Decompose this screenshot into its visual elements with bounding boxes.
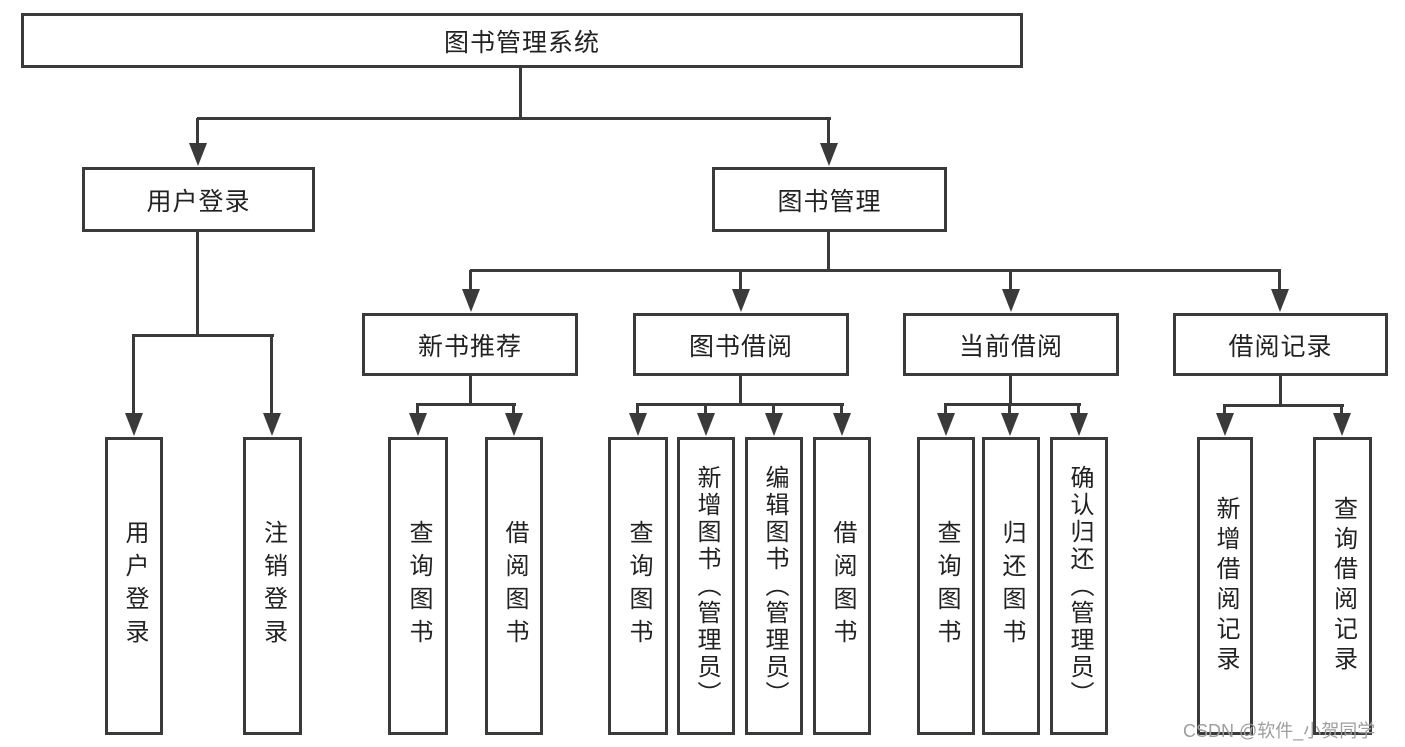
node-current-borrow: 当前借阅 [903,313,1119,376]
leaf-label: 归还图书 [998,520,1025,652]
leaf-query-books-borrow: 查询图书 [608,437,668,735]
connector-line [519,68,522,120]
connector-line [1077,404,1080,416]
connector-line [416,403,516,406]
node-book-borrow: 图书借阅 [633,313,849,376]
leaf-label: 新增图书（管理员） [693,464,720,708]
leaf-add-books-admin: 新增图书（管理员） [677,437,735,735]
leaf-query-books-recommend: 查询图书 [388,437,448,735]
arrowhead-icon [629,413,647,436]
arrowhead-icon [1002,289,1020,312]
connector-line [512,404,515,416]
arrowhead-icon [1271,289,1289,312]
leaf-borrow-books: 借阅图书 [813,437,871,735]
connector-line [772,404,775,416]
leaf-label: 查询图书 [625,520,652,652]
arrowhead-icon [1070,413,1088,436]
leaf-label: 编辑图书（管理员） [761,464,788,708]
connector-line [270,335,273,417]
arrowhead-icon [937,413,955,436]
leaf-confirm-return-admin: 确认归还（管理员） [1050,437,1108,735]
node-label: 图书借阅 [688,332,793,361]
leaf-add-borrow-record: 新增借阅记录 [1197,437,1253,735]
connector-line [469,376,472,406]
arrowhead-icon [765,413,783,436]
leaf-label: 借阅图书 [501,520,528,652]
connector-line [196,232,199,337]
connector-line [416,404,419,416]
leaf-user-login: 用户登录 [105,437,163,735]
arrowhead-icon [697,413,715,436]
leaf-logout: 注销登录 [243,437,302,735]
leaf-query-borrow-record: 查询借阅记录 [1313,437,1372,735]
connector-line [636,404,639,416]
connector-line [944,404,947,416]
node-label: 用户登录 [146,187,251,216]
connector-line [132,334,274,337]
leaf-label: 确认归还（管理员） [1066,464,1093,708]
node-borrow-records: 借阅记录 [1173,313,1388,376]
leaf-label: 查询图书 [933,520,960,652]
connector-line [739,270,742,294]
connector-line [827,118,830,146]
connector-line [1223,404,1344,407]
leaf-label: 查询图书 [405,520,432,652]
arrowhead-icon [125,413,143,436]
arrowhead-icon [833,413,851,436]
connector-line [132,335,135,417]
leaf-label: 查询借阅记录 [1329,496,1357,676]
leaf-label: 用户登录 [121,520,148,652]
arrowhead-icon [263,413,281,436]
connector-line [840,404,843,416]
node-new-book-recommend: 新书推荐 [362,313,578,376]
leaf-label: 注销登录 [259,520,287,652]
arrowhead-icon [732,289,750,312]
node-book-management: 图书管理 [712,167,947,232]
node-label: 图书管理 [777,187,882,216]
arrowhead-icon [505,413,523,436]
node-label: 新书推荐 [417,332,522,361]
leaf-borrow-books-recommend: 借阅图书 [485,437,543,735]
arrowhead-icon [1216,413,1234,436]
node-label: 借阅记录 [1228,332,1333,361]
arrowhead-icon [462,289,480,312]
leaf-return-books: 归还图书 [982,437,1040,735]
connector-line [197,117,831,120]
arrowhead-icon [409,413,427,436]
csdn-watermark: CSDN @软件_小贺同学 [1183,721,1376,741]
connector-line [1009,270,1012,294]
connector-line [944,403,1081,406]
connector-line [704,404,707,416]
connector-line [1278,270,1281,294]
leaf-label: 借阅图书 [829,520,856,652]
connector-line [470,269,1281,272]
connector-line [1223,405,1226,416]
connector-line [1279,376,1282,407]
connector-line [1008,404,1011,416]
connector-line [827,232,830,272]
arrowhead-icon [1333,413,1351,436]
leaf-label: 新增借阅记录 [1212,496,1239,676]
connector-line [1009,376,1012,406]
arrowhead-icon [189,143,207,166]
arrowhead-icon [820,143,838,166]
arrowhead-icon [1001,413,1019,436]
leaf-edit-books-admin: 编辑图书（管理员） [745,437,803,735]
leaf-query-books-current: 查询图书 [917,437,975,735]
node-user-login: 用户登录 [82,167,315,232]
connector-line [636,403,844,406]
node-root-library-system: 图书管理系统 [21,13,1023,68]
node-label: 图书管理系统 [443,28,600,57]
connector-line [739,376,742,406]
node-label: 当前借阅 [958,332,1063,361]
connector-line [1340,405,1343,416]
connector-line [469,270,472,294]
connector-line [196,118,199,146]
